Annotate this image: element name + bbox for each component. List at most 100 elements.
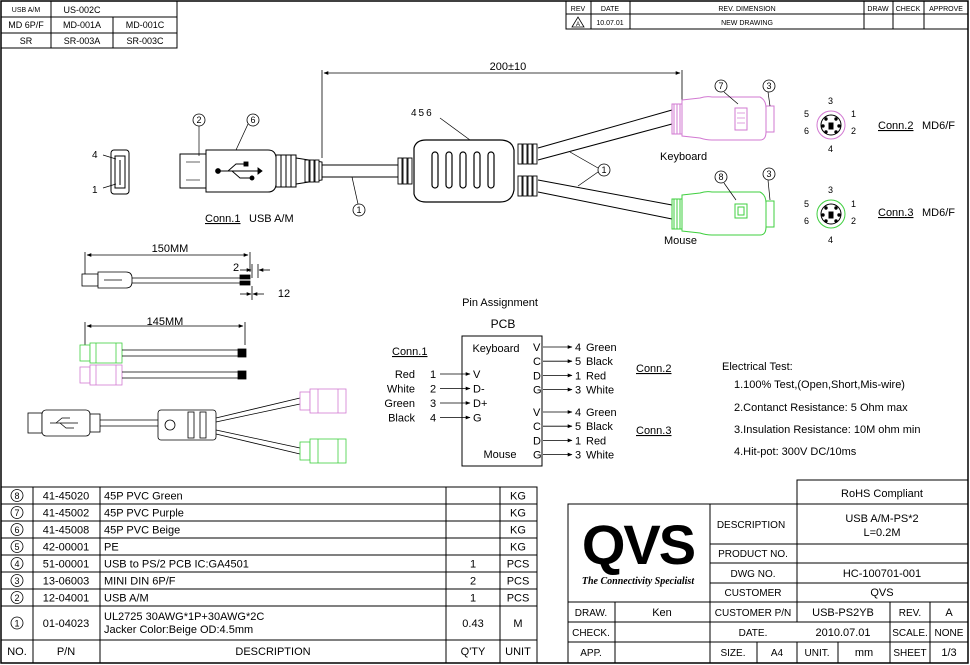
qvs-logo: QVS xyxy=(582,513,695,576)
rev-value: A xyxy=(945,607,953,619)
bom-no: 3 xyxy=(14,576,19,586)
pin-wire-color: Red xyxy=(586,435,606,447)
conn2-type: MD6/F xyxy=(922,120,955,132)
strip-a: 2 xyxy=(233,262,239,274)
conn3-label: Conn.3 xyxy=(878,207,913,219)
bom-no: 1 xyxy=(14,619,19,629)
din-pin: 2 xyxy=(851,216,856,226)
pin-signal: D xyxy=(533,435,541,447)
pin-signal: D xyxy=(533,370,541,382)
variant-type: USB A/M xyxy=(12,7,41,14)
pin-conn3: Conn.3 xyxy=(636,425,671,437)
revision-dimension: NEW DRAWING xyxy=(721,20,773,27)
pin-signal: G xyxy=(533,385,542,397)
pin-wire-color: Green xyxy=(384,398,415,410)
variant-a: MD-001A xyxy=(63,20,101,30)
revision-triangle-icon xyxy=(571,16,585,28)
bom-header-unit: UNIT xyxy=(505,646,531,658)
date-value: 2010.07.01 xyxy=(815,627,870,639)
bom-unit: PCS xyxy=(507,576,530,588)
pin-signal: V xyxy=(533,342,541,354)
variant-type: SR xyxy=(20,36,33,46)
pcb-keyboard: Keyboard xyxy=(472,343,519,355)
conn3-type: MD6/F xyxy=(922,207,955,219)
bom-unit: KG xyxy=(510,525,526,537)
pcb-label: PCB xyxy=(491,317,516,331)
sheet-value: 1/3 xyxy=(941,647,956,659)
bom-unit: PCS xyxy=(507,559,530,571)
mini-strip-length: 145MM xyxy=(147,316,184,328)
draw-label: DRAW. xyxy=(575,608,607,619)
callout-3: 3 xyxy=(766,81,771,91)
pin-wire-color: Black xyxy=(586,356,613,368)
pin-wire-color: Green xyxy=(586,342,617,354)
product-no-label: PRODUCT NO. xyxy=(718,549,788,560)
variant-a: SR-003A xyxy=(64,36,101,46)
keyboard-label: Keyboard xyxy=(660,151,707,163)
callout-7: 7 xyxy=(718,81,723,91)
size-label: SIZE. xyxy=(720,648,745,659)
scale-value: NONE xyxy=(935,628,964,639)
rev-label: REV. xyxy=(899,608,921,619)
callout-1: 1 xyxy=(601,165,606,175)
bom-pn: 41-45020 xyxy=(43,491,90,503)
mini-din-face-mouse xyxy=(816,199,846,229)
bom-no: 7 xyxy=(14,508,19,518)
pin-wire-color: Red xyxy=(586,370,606,382)
callout-2: 2 xyxy=(196,115,201,125)
bom-desc: PE xyxy=(104,542,119,554)
unit-label: UNIT. xyxy=(805,648,830,659)
description-label: DESCRIPTION xyxy=(717,520,785,531)
pin-wire-color: Red xyxy=(395,369,415,381)
length-dimension: 200±10 xyxy=(490,61,527,73)
din-pin: 5 xyxy=(804,199,809,209)
din-pin: 6 xyxy=(804,126,809,136)
draw-header: DRAW xyxy=(867,6,889,13)
bom-item-badge xyxy=(10,540,24,553)
bom-qty: 0.43 xyxy=(462,618,483,630)
check-label: CHECK. xyxy=(572,628,610,639)
pcb-box xyxy=(461,335,543,467)
strip-detail-mini-din xyxy=(79,322,247,386)
bom-qty: 2 xyxy=(470,576,476,588)
qvs-tagline: The Connectivity Specialist xyxy=(582,576,695,587)
bom-item-badge xyxy=(10,557,24,570)
din-pin: 1 xyxy=(851,199,856,209)
pin-number: 3 xyxy=(575,385,581,397)
pin-number: 4 xyxy=(575,407,581,419)
bom-pn: 42-00001 xyxy=(43,542,90,554)
pin-wire-color: White xyxy=(387,384,415,396)
din-pin: 6 xyxy=(804,216,809,226)
revision-mark: A xyxy=(576,22,580,28)
bom-unit: KG xyxy=(510,491,526,503)
pin-number: 3 xyxy=(575,450,581,462)
usb-pin-1: 1 xyxy=(92,185,98,196)
usb-trident-icon xyxy=(215,161,263,181)
pin-number: 4 xyxy=(430,413,436,425)
bom-qty: 1 xyxy=(470,559,476,571)
main-cable-drawing: 200±10 4 1 xyxy=(92,61,955,247)
revision-table xyxy=(565,0,969,30)
bom-desc: MINI DIN 6P/F xyxy=(104,576,176,588)
callout-456: 456 xyxy=(411,108,434,119)
bom-unit: KG xyxy=(510,508,526,520)
electrical-item: 3.Insulation Resistance: 10M ohm min xyxy=(734,424,920,436)
bom-desc: 45P PVC Purple xyxy=(104,508,184,520)
pin-conn2: Conn.2 xyxy=(636,363,671,375)
customer-pn-label: CUSTOMER P/N xyxy=(715,608,792,619)
variants-table xyxy=(0,0,178,49)
conn1-type: USB A/M xyxy=(249,213,294,225)
bom-pn: 12-04001 xyxy=(43,593,90,605)
dimension-header: REV. DIMENSION xyxy=(718,6,775,13)
keyboard-connector xyxy=(671,96,775,141)
sheet-label: SHEET xyxy=(893,648,926,659)
date-label: DATE. xyxy=(739,628,768,639)
pin-number: 2 xyxy=(430,384,436,396)
pin-signal: D- xyxy=(473,384,485,396)
pin-number: 5 xyxy=(575,421,581,433)
pin-number: 1 xyxy=(575,370,581,382)
bom-table xyxy=(0,486,538,664)
din-pin: 3 xyxy=(828,96,833,106)
